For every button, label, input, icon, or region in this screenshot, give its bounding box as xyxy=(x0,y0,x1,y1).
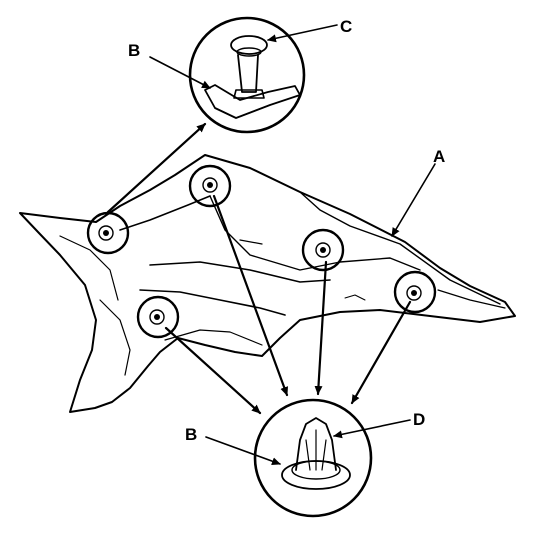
arrow-icon xyxy=(212,194,289,397)
callout-a: A xyxy=(433,147,445,166)
callout-b-top: B xyxy=(128,41,140,60)
arrow-icon xyxy=(314,260,328,396)
arrows xyxy=(106,122,412,415)
trim-panel-illustration xyxy=(19,154,516,413)
clip-location-2 xyxy=(188,164,232,208)
clip-detail-upper xyxy=(188,16,306,134)
clip-location-1 xyxy=(86,211,130,255)
callout-b-bottom: B xyxy=(185,425,197,444)
clip-detail-lower xyxy=(253,398,373,518)
arrow-icon xyxy=(350,300,412,405)
clip-location-5 xyxy=(136,295,180,339)
arrow-icon xyxy=(164,326,262,415)
clip-location-4 xyxy=(393,270,437,314)
leader-lines xyxy=(149,24,436,466)
callout-d: D xyxy=(413,410,425,429)
arrow-icon xyxy=(106,122,207,214)
clip-location-3 xyxy=(301,228,345,272)
callout-c: C xyxy=(340,17,352,36)
